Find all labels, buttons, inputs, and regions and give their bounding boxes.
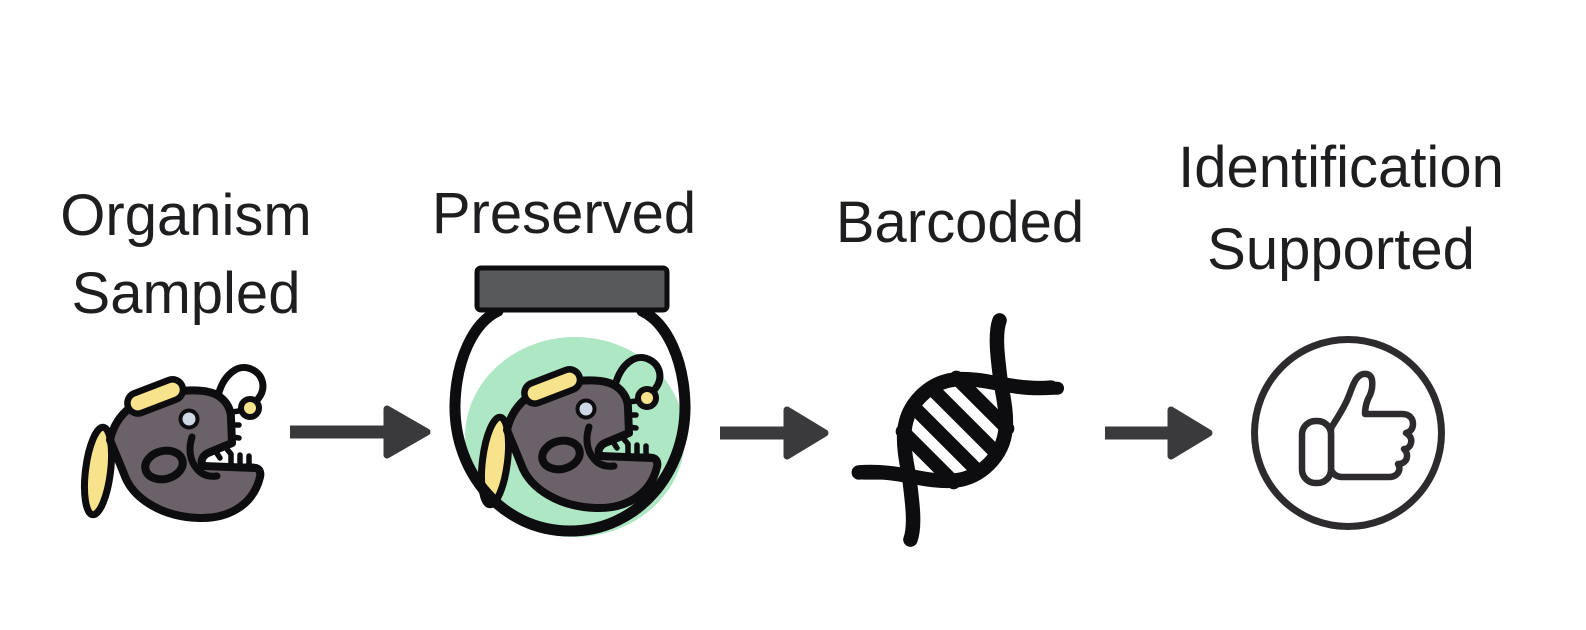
step-label-preserved: Preserved <box>432 175 696 253</box>
label-line: Sampled <box>71 261 301 326</box>
step-label-barcoded: Barcoded <box>836 184 1084 262</box>
thumbs-up-icon <box>1251 336 1445 530</box>
dna-helix-icon <box>851 313 1065 547</box>
flow-arrow <box>1105 406 1213 460</box>
step-label-identification-supported: Identification Supported <box>1178 127 1504 291</box>
flow-arrow <box>290 405 431 459</box>
label-line: Barcoded <box>835 190 1085 255</box>
step-label-organism-sampled: Organism Sampled <box>60 177 311 333</box>
jar-lid <box>474 265 670 313</box>
thumb-cuff <box>1298 417 1335 487</box>
label-line: Preserved <box>431 181 697 246</box>
specimen-jar-icon <box>449 265 691 537</box>
label-line: Organism <box>60 183 312 248</box>
anglerfish-icon <box>80 367 263 518</box>
flow-arrow <box>720 406 829 460</box>
label-line: Supported <box>1207 217 1475 282</box>
label-line: Identification <box>1178 135 1504 200</box>
